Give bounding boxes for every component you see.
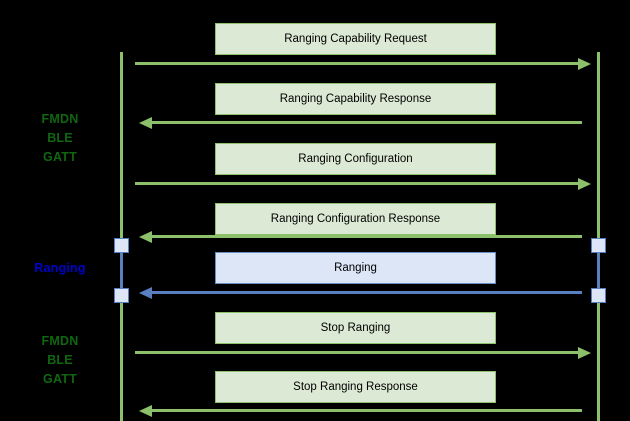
message-arrow-line-7 (152, 409, 582, 412)
message-arrow-line-2 (152, 121, 582, 124)
right-lifeline (597, 52, 600, 421)
message-box-1[interactable]: Ranging Capability Request (215, 23, 496, 55)
left-lifeline (120, 52, 123, 421)
phase-label-ranging: Ranging (34, 261, 86, 275)
message-label-1: Ranging Capability Request (284, 33, 427, 45)
activation-bar-right (597, 245, 600, 295)
message-box-3[interactable]: Ranging Configuration (215, 143, 496, 175)
activation-bar-left (120, 245, 123, 295)
message-arrow-head-2 (139, 116, 152, 129)
message-arrow-head-4 (139, 230, 152, 243)
message-label-4: Ranging Configuration Response (270, 213, 441, 225)
activation-node-right-end (591, 288, 606, 303)
message-label-7: Stop Ranging Response (293, 381, 418, 393)
activation-node-right-start (591, 238, 606, 253)
message-label-2: Ranging Capability Response (279, 93, 432, 105)
message-box-4[interactable]: Ranging Configuration Response (215, 203, 496, 235)
message-box-6[interactable]: Stop Ranging (215, 312, 496, 344)
message-arrow-line-4 (152, 235, 582, 238)
activation-node-left-end (114, 288, 129, 303)
activation-node-left-start (114, 238, 129, 253)
phase-label-gatt-top: FMDN BLE GATT (41, 112, 79, 164)
message-arrow-line-1 (135, 62, 578, 65)
message-box-5[interactable]: Ranging (215, 252, 496, 284)
message-arrow-head-3 (578, 177, 591, 190)
message-arrow-head-6 (578, 346, 591, 359)
message-arrow-head-1 (578, 57, 591, 70)
message-label-3: Ranging Configuration (298, 153, 413, 165)
message-label-5: Ranging (334, 262, 377, 274)
message-box-2[interactable]: Ranging Capability Response (215, 83, 496, 115)
message-label-6: Stop Ranging (320, 322, 391, 334)
message-arrow-line-6 (135, 351, 578, 354)
message-arrow-head-7 (139, 404, 152, 417)
message-arrow-line-3 (135, 182, 578, 185)
message-box-7[interactable]: Stop Ranging Response (215, 371, 496, 403)
message-arrow-head-5 (139, 286, 152, 299)
phase-label-gatt-bottom: FMDN BLE GATT (41, 334, 79, 386)
message-arrow-line-5 (152, 291, 582, 294)
